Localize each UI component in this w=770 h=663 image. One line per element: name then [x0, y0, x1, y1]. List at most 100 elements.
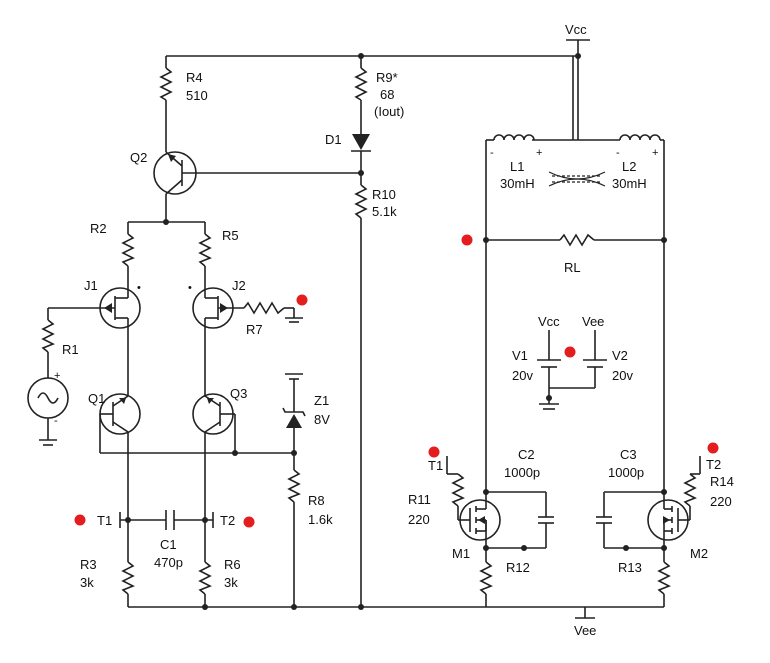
v2-value: 20v	[612, 368, 633, 383]
resistor-r7: R7	[243, 301, 303, 337]
z1-label: Z1	[314, 393, 329, 408]
v1-value: 20v	[512, 368, 533, 383]
transistor-q1: Q1	[88, 391, 141, 562]
r13-label: R13	[618, 560, 642, 575]
c2-label: C2	[518, 447, 535, 462]
resistor-r10: R10 5.1k	[354, 173, 397, 607]
r7-label: R7	[246, 322, 263, 337]
r4-value: 510	[186, 88, 208, 103]
resistor-r8: R8 1.6k	[287, 453, 333, 607]
source-plus: +	[54, 370, 60, 382]
v1-rail-label: Vcc	[538, 314, 560, 329]
supply-ground	[539, 395, 559, 410]
r8-label: R8	[308, 493, 325, 508]
r8-value: 1.6k	[308, 512, 333, 527]
r9-label: R9*	[376, 70, 398, 85]
r4-label: R4	[186, 70, 203, 85]
r11-value: 220	[408, 512, 430, 527]
t2-left-label: T2	[220, 513, 235, 528]
capacitor-c1: C1 470p	[154, 510, 183, 570]
marker-t1-right[interactable]	[428, 446, 440, 458]
c2-value: 1000p	[504, 465, 540, 480]
resistor-r9: R9* 68 (Iout)	[354, 56, 404, 134]
r9-value: 68	[380, 87, 394, 102]
d1-label: D1	[325, 132, 342, 147]
j1-dot: •	[137, 282, 141, 294]
r6-value: 3k	[224, 575, 238, 590]
r6-label: R6	[224, 557, 241, 572]
t1-left-label: T1	[97, 513, 112, 528]
marker-r7[interactable]	[296, 294, 308, 306]
capacitor-c3: C3 1000p	[596, 447, 664, 549]
resistor-r13: R13	[618, 545, 671, 607]
source-minus: -	[54, 415, 58, 427]
marker-t1-left[interactable]	[74, 514, 86, 526]
resistor-r5: R5	[198, 222, 239, 290]
marker-t2-left[interactable]	[243, 516, 255, 528]
r2-label: R2	[90, 221, 107, 236]
supply-v1: Vcc V1 20v	[512, 314, 561, 404]
resistor-r14: R14 220	[683, 473, 734, 520]
supply-v2: Vee V2 20v	[549, 314, 633, 389]
vee-bottom-label: Vee	[574, 623, 596, 638]
test-node-left: T1 T2	[97, 512, 235, 528]
resistor-r2: R2	[90, 221, 135, 290]
c1-value: 470p	[154, 555, 183, 570]
l2-plus: +	[652, 147, 658, 159]
t1-right-label: T1	[428, 458, 443, 473]
j2-dot: •	[188, 282, 192, 294]
z1-value: 8V	[314, 412, 330, 427]
l2-value: 30mH	[612, 176, 647, 191]
r10-value: 5.1k	[372, 204, 397, 219]
inductor-coupling	[548, 171, 606, 187]
c3-label: C3	[620, 447, 637, 462]
q2-label: Q2	[130, 150, 147, 165]
inductor-l2: - + L2 30mH	[612, 134, 665, 240]
q3-label: Q3	[230, 386, 247, 401]
resistor-r11: R11 220	[408, 473, 465, 527]
diode-d1: D1	[325, 132, 371, 173]
vee-rail: Vee	[128, 604, 664, 638]
marker-supplies[interactable]	[564, 346, 576, 358]
r9-note: (Iout)	[374, 104, 404, 119]
mosfet-m2: M2	[647, 489, 708, 561]
transistor-j2: • J2	[188, 278, 246, 396]
c3-value: 1000p	[608, 465, 644, 480]
ac-source: + -	[27, 370, 69, 446]
transistor-j1: • J1	[48, 278, 141, 396]
test-node-right-t1: T1	[428, 456, 458, 475]
resistor-r1: R1	[41, 308, 79, 378]
marker-rl[interactable]	[461, 234, 473, 246]
vcc-top-label: Vcc	[565, 22, 587, 37]
transistor-q3: Q3	[192, 386, 247, 562]
r1-label: R1	[62, 342, 79, 357]
q1-label: Q1	[88, 391, 105, 406]
l1-minus: -	[490, 147, 494, 159]
resistor-r6: R6 3k	[198, 557, 241, 607]
m2-label: M2	[690, 546, 708, 561]
mosfet-m1: M1	[452, 489, 501, 561]
c1-label: C1	[160, 537, 177, 552]
m1-label: M1	[452, 546, 470, 561]
inductor-l1: - + L1 30mH	[485, 134, 542, 240]
l1-label: L1	[510, 159, 524, 174]
l1-value: 30mH	[500, 176, 535, 191]
r14-value: 220	[710, 494, 732, 509]
rl-label: RL	[564, 260, 581, 275]
vcc-rail: Vcc	[166, 22, 590, 59]
r14-label: R14	[710, 474, 734, 489]
r10-label: R10	[372, 187, 396, 202]
resistor-r3: R3 3k	[80, 557, 135, 607]
test-node-right-t2: T2	[690, 456, 721, 475]
l1-plus: +	[536, 147, 542, 159]
r5-label: R5	[222, 228, 239, 243]
marker-t2-right[interactable]	[707, 442, 719, 454]
l2-label: L2	[622, 159, 636, 174]
capacitor-c2: C2 1000p	[486, 447, 554, 549]
resistor-r4: R4 510	[159, 56, 208, 148]
v2-rail-label: Vee	[582, 314, 604, 329]
r11-label: R11	[408, 492, 431, 507]
r3-label: R3	[80, 557, 97, 572]
j2-label: J2	[232, 278, 246, 293]
